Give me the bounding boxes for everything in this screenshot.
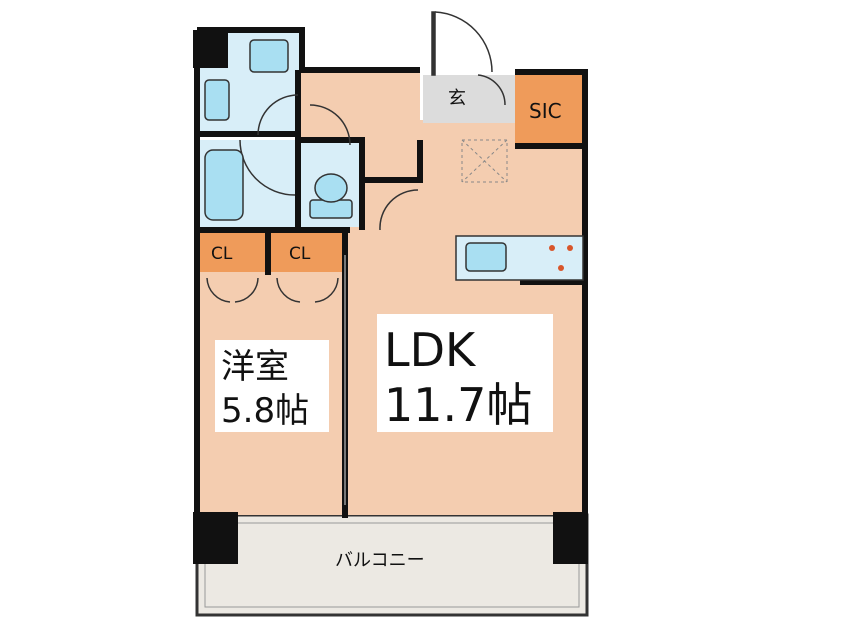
bathtub: [204, 149, 244, 221]
western-room-name: 洋室: [221, 347, 289, 387]
stove: [549, 245, 573, 271]
balcony: [195, 513, 589, 617]
column-left-bottom: [193, 512, 238, 564]
closet-2-label: CL: [289, 244, 311, 264]
entrance: [423, 75, 515, 123]
entrance-hall-floor: [415, 120, 515, 185]
ldk-label-box: [377, 314, 553, 432]
closet-1: [200, 232, 267, 272]
front-door: [431, 11, 506, 106]
entrance-label: 玄: [448, 88, 466, 109]
storage-box: [461, 139, 508, 183]
balcony-inner-border: [204, 522, 580, 608]
balcony-label: バルコニー: [335, 550, 425, 571]
washing-machine: [204, 79, 230, 121]
ldk-name: LDK: [384, 323, 477, 377]
closet-1-label: CL: [211, 244, 233, 264]
western-room-label-box: [215, 340, 329, 432]
sic-room: [515, 75, 582, 147]
kitchen-sink: [465, 242, 507, 272]
western-room-size: 5.8帖: [221, 391, 309, 431]
column-right-bottom: [553, 512, 588, 564]
door-swings: [206, 94, 419, 303]
toilet: [309, 173, 353, 219]
ldk-size: 11.7帖: [384, 378, 532, 432]
sic-label: SIC: [529, 99, 562, 123]
washbasin: [249, 39, 289, 73]
column-left-top: [193, 30, 228, 68]
closet-2: [270, 232, 344, 272]
